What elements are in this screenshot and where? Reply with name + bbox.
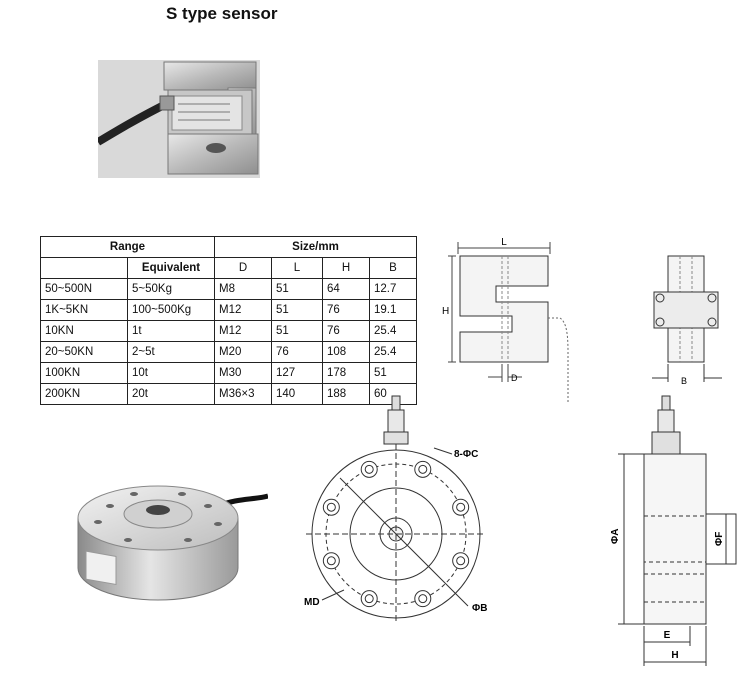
size-header: Size/mm: [214, 236, 417, 258]
bolt-hole-inner: [364, 594, 374, 604]
dim-label-B: B: [681, 376, 687, 386]
label-bolt-holes: 8-ΦC: [454, 449, 478, 460]
bolt-hole-inner: [456, 502, 466, 512]
label-e: E: [664, 630, 671, 641]
s-sensor-front-drawing: L H D: [442, 237, 569, 404]
spoke-sensor-side-drawing: ΦA ΦF E H: [610, 395, 737, 666]
bolt-hole-inner: [326, 556, 336, 566]
bolt-hole-inner: [326, 502, 336, 512]
s-sensor-photo: [98, 60, 260, 178]
s-sensor-side-drawing: B: [652, 255, 722, 386]
table-row: Equivalent D L H B: [40, 257, 417, 279]
spec-table: Range Size/mm Equivalent D L H B 50~500N…: [40, 236, 417, 405]
range-header: Range: [40, 236, 215, 258]
label-phi-b: ΦB: [472, 603, 487, 614]
bolt-hole-inner: [418, 594, 428, 604]
equivalent-header: Equivalent: [127, 257, 215, 279]
dim-label-H: H: [442, 306, 449, 317]
spoke-sensor-top-drawing: 8-ΦC MD ΦB: [304, 395, 487, 624]
spoke-sensor-photo: [77, 485, 268, 601]
label-phi-f: ΦF: [714, 532, 725, 546]
label-phi-a: ΦA: [610, 529, 621, 544]
dim-label-D: D: [511, 373, 518, 383]
bolt-hole-inner: [418, 464, 428, 474]
bolt-hole-inner: [456, 556, 466, 566]
page-title: S type sensor: [166, 4, 278, 23]
bolt-hole-inner: [364, 464, 374, 474]
dim-label-L: L: [501, 237, 507, 248]
label-h: H: [671, 650, 678, 661]
label-md: MD: [304, 597, 320, 608]
